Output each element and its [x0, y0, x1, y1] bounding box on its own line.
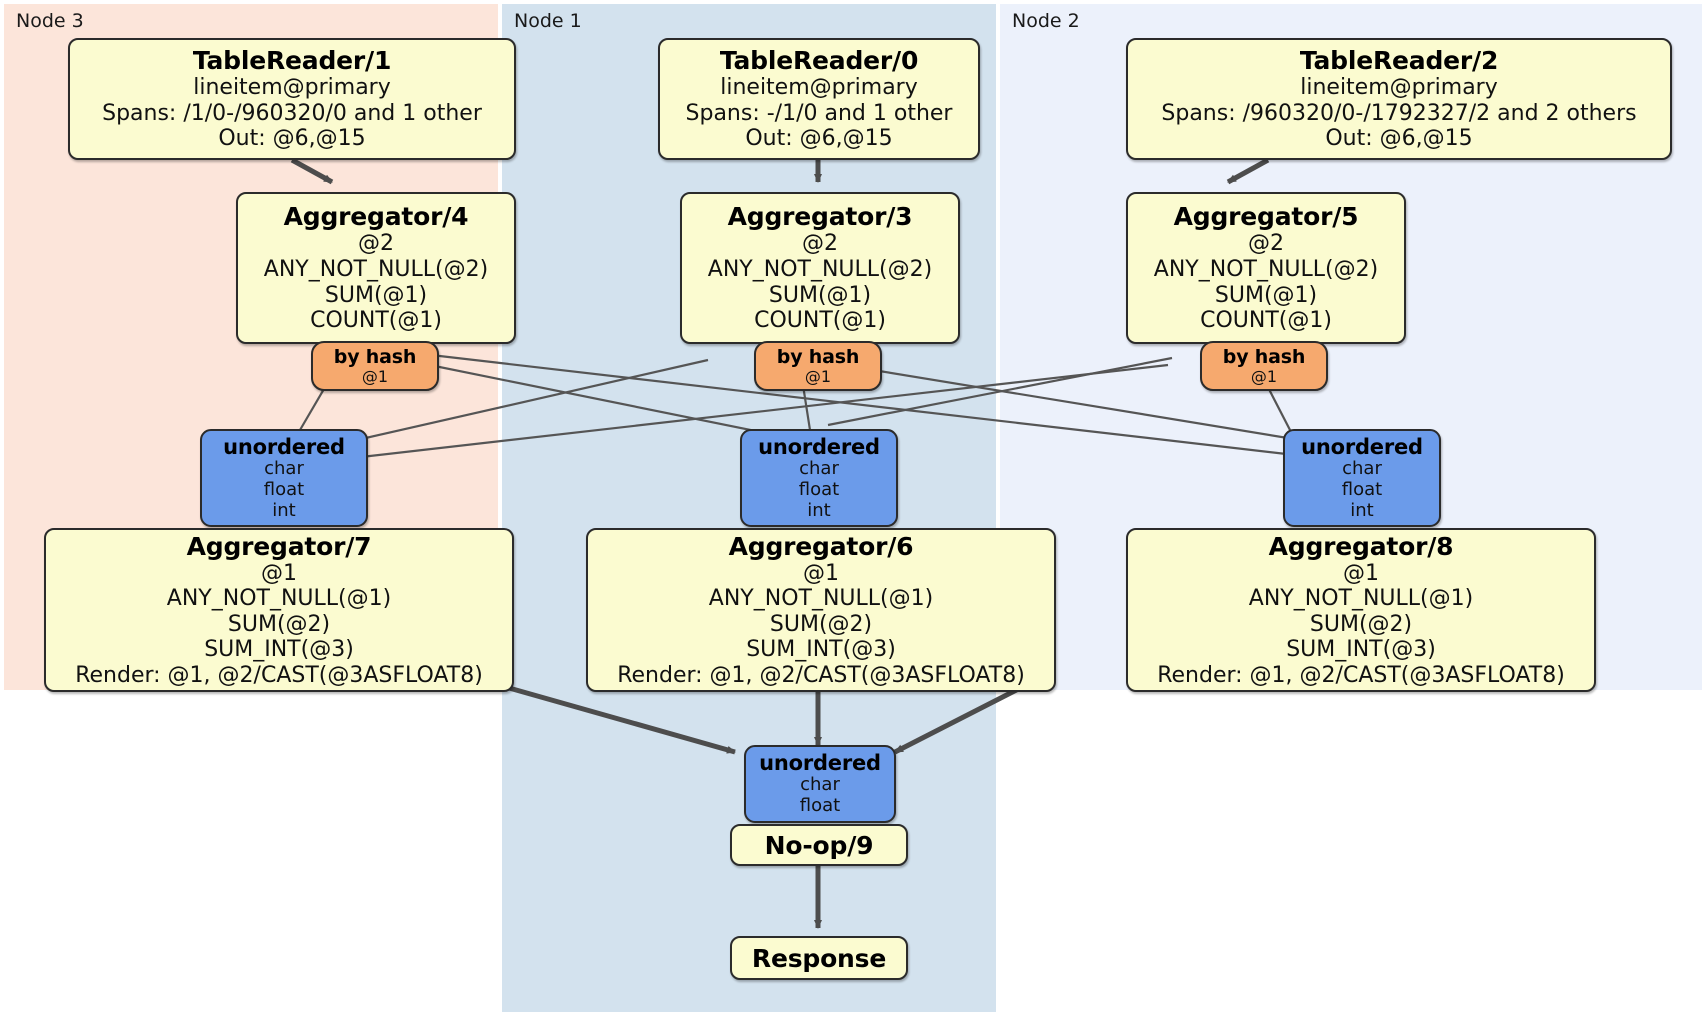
synchronizer-line: float — [1341, 478, 1383, 500]
router-title: by hash — [776, 345, 860, 368]
synchronizer-title: unordered — [223, 434, 345, 459]
processor-title: Aggregator/7 — [186, 531, 372, 561]
processor-title: TableReader/1 — [192, 46, 392, 76]
processor-line: SUM_INT(@3) — [746, 637, 896, 663]
processor-noop-9[interactable]: No-op/9 — [730, 824, 908, 866]
processor-line: SUM(@1) — [324, 282, 428, 308]
processor-line: lineitem@primary — [193, 75, 391, 101]
processor-line: COUNT(@1) — [754, 308, 886, 334]
processor-line: COUNT(@1) — [310, 308, 442, 334]
processor-line: lineitem@primary — [720, 75, 918, 101]
synchronizer-line: float — [263, 478, 305, 500]
processor-line: Out: @6,@15 — [1325, 126, 1473, 152]
processor-aggregator-5[interactable]: Aggregator/5 @2 ANY_NOT_NULL(@2) SUM(@1)… — [1126, 192, 1406, 344]
synchronizer-line: float — [798, 478, 840, 500]
processor-title: TableReader/0 — [719, 46, 919, 76]
synchronizer-line: int — [807, 499, 831, 521]
synchronizer-line: char — [799, 457, 839, 479]
processor-title: No-op/9 — [764, 830, 874, 860]
processor-line: SUM(@2) — [1309, 611, 1413, 637]
processor-line: SUM(@1) — [768, 282, 872, 308]
processor-line: @2 — [802, 231, 838, 257]
processor-title: Aggregator/6 — [728, 531, 914, 561]
processor-line: ANY_NOT_NULL(@2) — [707, 256, 933, 282]
node-panel-label: Node 2 — [1012, 10, 1080, 32]
processor-line: ANY_NOT_NULL(@1) — [708, 586, 934, 612]
processor-title: Response — [751, 943, 887, 973]
node-panel-label: Node 3 — [16, 10, 84, 32]
processor-title: Aggregator/3 — [727, 202, 913, 232]
synchronizer-unordered-final[interactable]: unordered char float — [744, 745, 896, 823]
processor-line: Out: @6,@15 — [218, 126, 366, 152]
synchronizer-line: char — [800, 774, 840, 796]
synchronizer-title: unordered — [758, 434, 880, 459]
processor-line: @2 — [358, 231, 394, 257]
processor-line: ANY_NOT_NULL(@1) — [1248, 586, 1474, 612]
processor-line: SUM_INT(@3) — [1286, 637, 1436, 663]
processor-line: @1 — [261, 560, 297, 586]
processor-line: ANY_NOT_NULL(@2) — [1153, 256, 1379, 282]
processor-line: SUM(@1) — [1214, 282, 1318, 308]
processor-line: COUNT(@1) — [1200, 308, 1332, 334]
processor-line: SUM_INT(@3) — [204, 637, 354, 663]
synchronizer-line: int — [272, 499, 296, 521]
synchronizer-line: float — [799, 795, 841, 817]
processor-line: ANY_NOT_NULL(@1) — [166, 586, 392, 612]
processor-line: Out: @6,@15 — [745, 126, 893, 152]
processor-line: @2 — [1248, 231, 1284, 257]
processor-aggregator-7[interactable]: Aggregator/7 @1 ANY_NOT_NULL(@1) SUM(@2)… — [44, 528, 514, 692]
processor-aggregator-6[interactable]: Aggregator/6 @1 ANY_NOT_NULL(@1) SUM(@2)… — [586, 528, 1056, 692]
synchronizer-title: unordered — [1301, 434, 1423, 459]
synchronizer-title: unordered — [759, 750, 881, 775]
synchronizer-line: int — [1350, 499, 1374, 521]
router-title: by hash — [1222, 345, 1306, 368]
processor-line: @1 — [803, 560, 839, 586]
processor-tablereader-1[interactable]: TableReader/1 lineitem@primary Spans: /1… — [68, 38, 516, 160]
processor-title: Aggregator/8 — [1268, 531, 1454, 561]
processor-render-line: Render: @1, @2/CAST(@3ASFLOAT8) — [617, 662, 1025, 688]
synchronizer-unordered-middle[interactable]: unordered char float int — [740, 429, 898, 527]
processor-aggregator-4[interactable]: Aggregator/4 @2 ANY_NOT_NULL(@2) SUM(@1)… — [236, 192, 516, 344]
processor-title: Aggregator/4 — [283, 202, 469, 232]
processor-line: Spans: /960320/0-/1792327/2 and 2 others — [1161, 100, 1637, 126]
processor-response[interactable]: Response — [730, 936, 908, 980]
processor-render-line: Render: @1, @2/CAST(@3ASFLOAT8) — [1157, 662, 1565, 688]
node-panel-label: Node 1 — [514, 10, 582, 32]
processor-title: Aggregator/5 — [1173, 202, 1359, 232]
processor-tablereader-2[interactable]: TableReader/2 lineitem@primary Spans: /9… — [1126, 38, 1672, 160]
router-line: @1 — [1250, 366, 1278, 386]
router-by-hash-left[interactable]: by hash @1 — [311, 341, 439, 391]
processor-line: @1 — [1343, 560, 1379, 586]
processor-tablereader-0[interactable]: TableReader/0 lineitem@primary Spans: -/… — [658, 38, 980, 160]
synchronizer-unordered-left[interactable]: unordered char float int — [200, 429, 368, 527]
processor-line: ANY_NOT_NULL(@2) — [263, 256, 489, 282]
processor-render-line: Render: @1, @2/CAST(@3ASFLOAT8) — [75, 662, 483, 688]
processor-line: Spans: /1/0-/960320/0 and 1 other — [102, 100, 482, 126]
router-by-hash-middle[interactable]: by hash @1 — [754, 341, 882, 391]
router-line: @1 — [804, 366, 832, 386]
processor-line: lineitem@primary — [1300, 75, 1498, 101]
processor-title: TableReader/2 — [1299, 46, 1499, 76]
router-title: by hash — [333, 345, 417, 368]
processor-line: SUM(@2) — [769, 611, 873, 637]
synchronizer-line: char — [1342, 457, 1382, 479]
router-line: @1 — [361, 366, 389, 386]
synchronizer-unordered-right[interactable]: unordered char float int — [1283, 429, 1441, 527]
processor-line: Spans: -/1/0 and 1 other — [685, 100, 953, 126]
processor-aggregator-3[interactable]: Aggregator/3 @2 ANY_NOT_NULL(@2) SUM(@1)… — [680, 192, 960, 344]
processor-aggregator-8[interactable]: Aggregator/8 @1 ANY_NOT_NULL(@1) SUM(@2)… — [1126, 528, 1596, 692]
processor-line: SUM(@2) — [227, 611, 331, 637]
synchronizer-line: char — [264, 457, 304, 479]
router-by-hash-right[interactable]: by hash @1 — [1200, 341, 1328, 391]
